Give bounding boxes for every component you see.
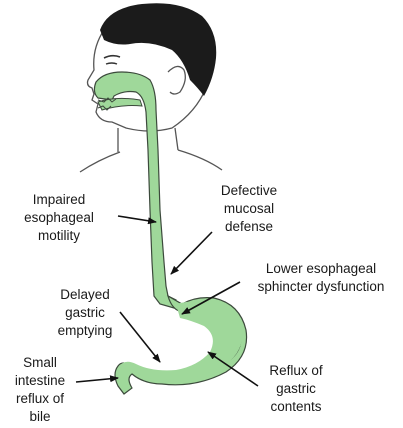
- arrow-gastric-emptying: [119, 311, 161, 363]
- label-line: contents: [270, 399, 321, 414]
- label-line: reflux of: [16, 391, 64, 406]
- label-sphincter-dysfunction: Lower esophageal sphincter dysfunction: [258, 261, 385, 294]
- label-line: defense: [225, 219, 273, 234]
- label-line: Lower esophageal: [266, 261, 376, 276]
- label-reflux-gastric-contents: Reflux of gastric contents: [269, 363, 323, 414]
- stomach-body: [117, 301, 243, 392]
- ear: [167, 65, 186, 95]
- label-line: Small: [23, 355, 57, 370]
- label-line: gastric: [276, 381, 316, 396]
- eye: [105, 62, 118, 65]
- tongue: [97, 97, 143, 111]
- label-line: emptying: [58, 323, 113, 338]
- arrow-reflux-gastric: [207, 351, 259, 387]
- arrow-mucosal: [170, 231, 213, 275]
- label-delayed-gastric-emptying: Delayed gastric emptying: [58, 287, 113, 338]
- annotation-arrows: [75, 215, 259, 387]
- shoulder-outline: [79, 149, 223, 173]
- label-line: Reflux of: [269, 363, 323, 378]
- label-defective-mucosal-defense: Defective mucosal defense: [221, 183, 277, 234]
- label-line: Impaired: [33, 192, 86, 207]
- label-line: gastric: [65, 305, 105, 320]
- label-small-intestine-reflux-bile: Small intestine reflux of bile: [15, 355, 65, 424]
- label-line: bile: [29, 409, 50, 424]
- label-impaired-motility: Impaired esophageal motility: [24, 192, 94, 243]
- neck-outline: [117, 127, 179, 152]
- nasal-cavity-and-pharynx: [93, 71, 177, 309]
- arrow-reflux-bile: [75, 375, 119, 383]
- label-line: Defective: [221, 183, 277, 198]
- label-line: esophageal: [24, 210, 94, 225]
- label-line: intestine: [15, 373, 65, 388]
- arrow-sphincter: [181, 281, 241, 315]
- label-line: mucosal: [224, 201, 274, 216]
- label-line: motility: [38, 228, 80, 243]
- label-line: sphincter dysfunction: [258, 279, 385, 294]
- teeth: [97, 97, 117, 111]
- hair: [100, 3, 217, 97]
- arrow-motility: [117, 215, 157, 225]
- eyebrow: [103, 54, 121, 59]
- label-line: Delayed: [60, 287, 110, 302]
- digestive-tract: [93, 71, 248, 395]
